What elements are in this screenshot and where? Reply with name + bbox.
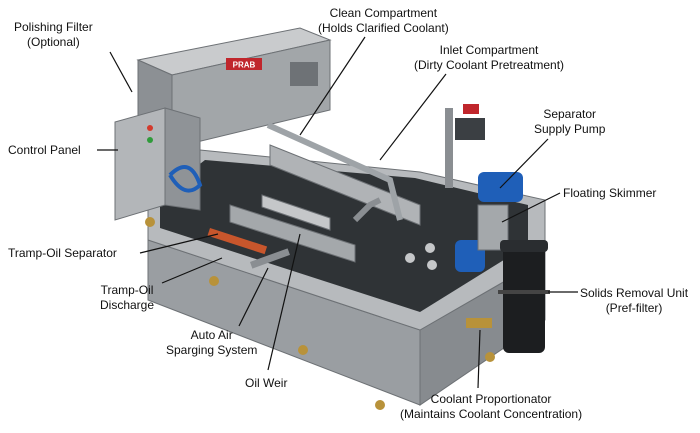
coolant-proportionator-valve (466, 318, 492, 328)
leader-coolant-proportionator (477, 329, 481, 389)
label-line: Tramp-Oil Separator (8, 246, 117, 260)
tank-interior (160, 160, 528, 312)
label-line: Polishing Filter (14, 20, 93, 34)
indicator-light (147, 137, 153, 143)
leader-clean-compartment (299, 36, 366, 136)
control-panel-side (164, 107, 201, 211)
label-separator-supply-pump: Separator Supply Pump (534, 107, 605, 137)
partition-wall (269, 144, 421, 226)
oil-weir-plate (261, 194, 331, 231)
pump-frame (445, 108, 453, 188)
indicator-light (147, 125, 153, 131)
brand-plate (226, 58, 262, 70)
label-tramp-oil-discharge: Tramp-Oil Discharge (100, 283, 154, 313)
label-line: Coolant Proportionator (430, 392, 552, 406)
leader-floating-skimmer (501, 192, 561, 223)
filter-canister (503, 245, 545, 353)
label-line: Supply Pump (534, 122, 606, 136)
label-line: Auto Air (190, 328, 233, 342)
label-tramp-oil-separator: Tramp-Oil Separator (8, 246, 117, 261)
label-line: (Maintains Coolant Concentration) (400, 407, 583, 421)
leader-tramp-oil-separator (139, 233, 219, 254)
label-line: Control Panel (8, 143, 81, 157)
brass-fitting (485, 352, 495, 362)
control-panel-front (114, 107, 166, 221)
label-inlet-compartment: Inlet Compartment (Dirty Coolant Pretrea… (414, 43, 564, 73)
label-clean-compartment: Clean Compartment (Holds Clarified Coola… (318, 6, 449, 36)
leader-auto-air-sparging (238, 267, 269, 327)
inlet-pipe (266, 122, 403, 221)
label-line: (Optional) (27, 35, 80, 49)
brass-fitting (375, 400, 385, 410)
float-ball (427, 260, 437, 270)
label-polishing-filter: Polishing Filter (Optional) (14, 20, 93, 50)
label-oil-weir: Oil Weir (245, 376, 287, 391)
label-auto-air-sparging: Auto Air Sparging System (166, 328, 257, 358)
solids-removal-unit (498, 240, 550, 353)
filter-clamp (498, 290, 550, 294)
leader-polishing-filter (109, 51, 133, 93)
label-line: Inlet Compartment (439, 43, 539, 57)
polishing-filter-housing: PRAB (136, 27, 332, 149)
pump-body (455, 118, 485, 140)
label-line: Tramp-Oil (100, 283, 154, 297)
leader-oil-weir (267, 233, 301, 371)
partition-wall (229, 204, 356, 263)
blue-cable (168, 165, 203, 193)
filter-cap (500, 240, 548, 252)
pump-valve (463, 104, 479, 114)
label-line: Oil Weir (245, 376, 288, 390)
float-ball (405, 253, 415, 263)
label-line: (Dirty Coolant Pretreatment) (414, 58, 565, 72)
brass-fitting (298, 345, 308, 355)
leader-inlet-compartment (379, 73, 447, 161)
brass-fitting (145, 217, 155, 227)
label-line: Clean Compartment (329, 6, 438, 20)
leader-tramp-oil-discharge (161, 257, 223, 284)
label-line: (Pref-filter) (605, 301, 663, 315)
label-coolant-proportionator: Coolant Proportionator (Maintains Coolan… (400, 392, 582, 422)
tank (145, 144, 546, 410)
label-floating-skimmer: Floating Skimmer (563, 186, 656, 201)
label-control-panel: Control Panel (8, 143, 81, 158)
brand-text: PRAB (233, 61, 256, 70)
float-ball (425, 243, 435, 253)
label-solids-removal-unit: Solids Removal Unit (Pref-filter) (580, 286, 688, 316)
brass-fitting (209, 276, 219, 286)
label-line: Discharge (100, 298, 155, 312)
tramp-oil-discharge-pipe (250, 248, 290, 269)
leader-separator-supply-pump (499, 138, 549, 189)
control-panel-box (114, 107, 203, 221)
return-pipe (352, 197, 382, 223)
label-line: Separator (543, 107, 597, 121)
leader-lines (97, 36, 578, 389)
motor (290, 62, 318, 86)
label-line: Floating Skimmer (563, 186, 657, 200)
label-line: Sparging System (166, 343, 258, 357)
tramp-oil-separator-tube (207, 228, 268, 255)
label-line: (Holds Clarified Coolant) (318, 21, 449, 35)
label-line: Solids Removal Unit (580, 286, 689, 300)
